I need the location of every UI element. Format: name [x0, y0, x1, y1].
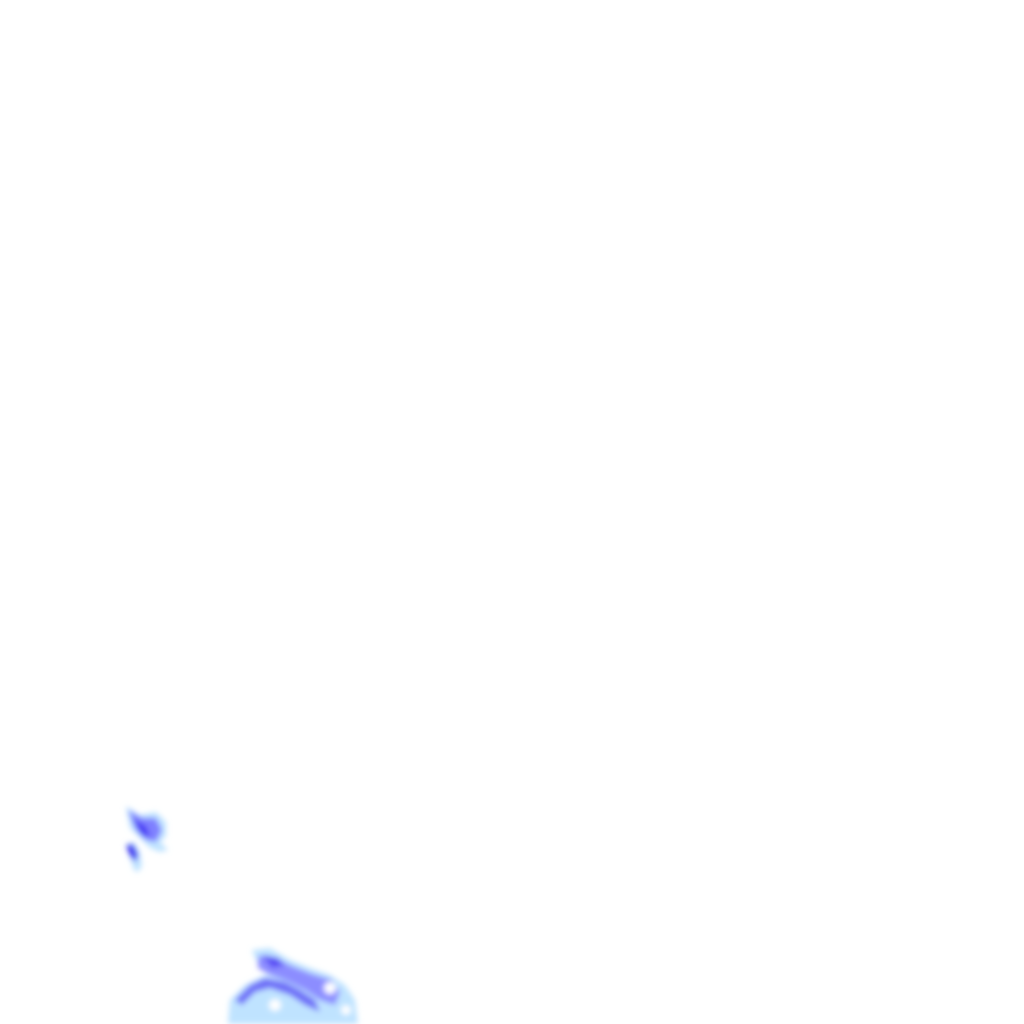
- precip-cell-west: [126, 806, 168, 872]
- precip-cell-south: [228, 948, 358, 1024]
